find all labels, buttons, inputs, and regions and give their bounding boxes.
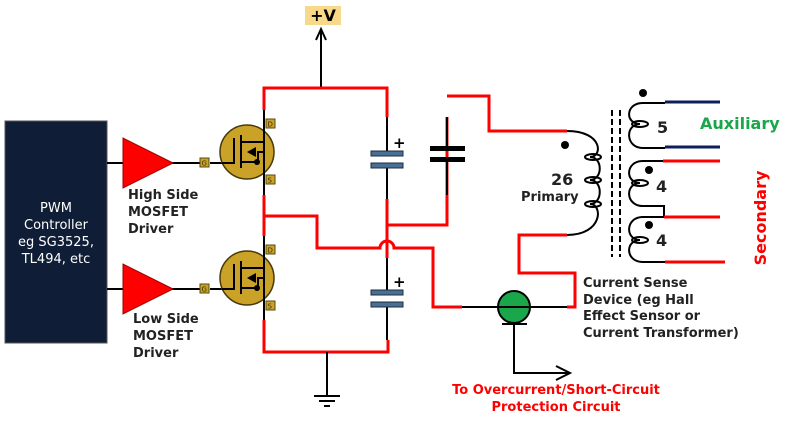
auxiliary-winding [628,89,720,149]
primary-turns: 26 [551,170,573,189]
low-capacitor: + [370,258,406,340]
sec-turns-2: 4 [656,231,667,250]
high-side-mosfet: G D S [199,110,276,195]
current-sense-device [462,290,573,381]
low-driver-label-1: Low Side [133,312,199,327]
high-driver-label-2: MOSFET [128,205,188,220]
sensor-label-1: Current Sense [583,276,688,291]
sec-turns-1: 4 [656,177,667,196]
capacitor-polarity: + [393,273,406,291]
sensor-label-3: Effect Sensor or [583,309,701,324]
high-capacitor: + [370,117,406,199]
supply-label-box [305,6,341,25]
secondary-label: Secondary [751,170,770,265]
source-pin-label: S [268,303,273,311]
drain-pin-label: D [268,121,273,129]
sensor-label: Current Sense Device (eg Hall Effect Sen… [583,276,739,341]
supply-arrow [315,26,327,87]
low-side-driver [122,263,175,315]
pwm-label-4: TL494, etc [21,252,91,267]
source-pin-label: S [268,177,273,185]
capacitor-polarity: + [393,134,406,152]
high-driver-label-3: Driver [128,222,174,237]
protection-label-1: To Overcurrent/Short-Circuit [452,383,660,398]
transformer-core [611,110,621,257]
protection-label-2: Protection Circuit [491,400,620,415]
ground-icon [314,352,340,407]
supply-label: +V [310,6,336,25]
low-side-mosfet: G D S [199,236,276,320]
low-driver-label-2: MOSFET [133,329,193,344]
pwm-label-1: PWM [40,201,72,216]
sensor-label-2: Device (eg Hall [583,293,694,308]
sensor-label-4: Current Transformer) [583,326,739,341]
drain-pin-label: D [268,247,273,255]
pwm-label-3: eg SG3525, [18,235,94,250]
low-driver-label-3: Driver [133,346,179,361]
primary-winding [561,130,602,236]
primary-label: Primary [521,190,579,205]
auxiliary-label: Auxiliary [700,114,780,133]
secondary-winding [628,159,725,264]
high-driver-label-1: High Side [128,188,199,203]
pwm-label-2: Controller [24,218,89,233]
high-side-driver [122,137,175,189]
gate-pin-label: G [202,286,207,294]
aux-turns: 5 [657,118,668,137]
coupling-capacitor [430,117,465,225]
pwm-controller [4,120,108,344]
gate-pin-label: G [202,160,207,168]
